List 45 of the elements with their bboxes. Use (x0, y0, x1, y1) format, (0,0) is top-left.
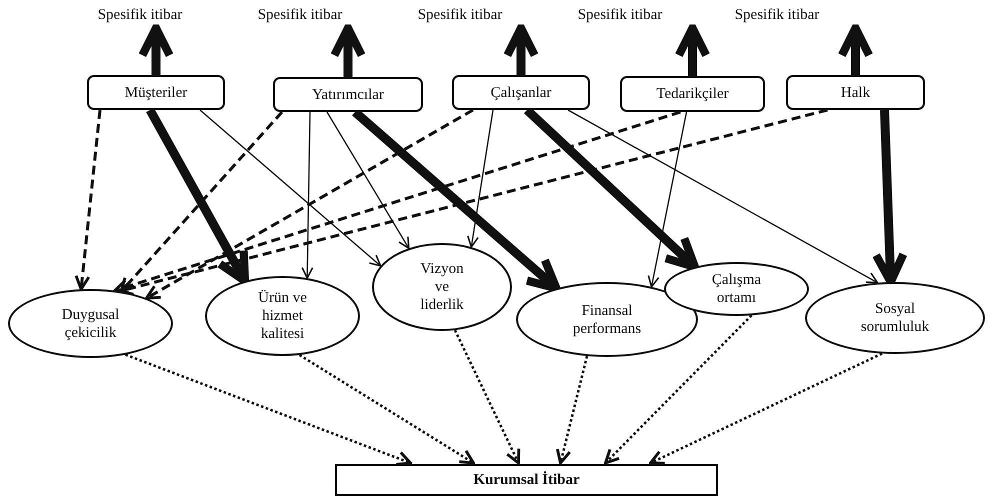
node-label: Spesifik itibar (578, 6, 662, 24)
dotted-arrow (125, 354, 412, 466)
stakeholder-box (786, 75, 925, 110)
arrow (568, 109, 878, 284)
arrow (326, 112, 410, 250)
node-label: Halk (840, 84, 870, 102)
stakeholder-box (87, 75, 225, 110)
dotted-arrow (649, 352, 883, 465)
stakeholder-box (620, 76, 765, 112)
node-label: Çalışanlar (490, 84, 552, 102)
node-label: Çalışma ortamı (710, 271, 762, 307)
node-label: Duygusal çekicilik (60, 306, 120, 342)
result-box (335, 464, 718, 496)
stakeholder-box (452, 75, 590, 110)
dimension-ellipse (664, 262, 809, 316)
dotted-arrow (454, 330, 520, 464)
dotted-arrow (556, 356, 588, 464)
dotted-arrow (298, 354, 475, 464)
node-label: Tedarikçiler (656, 85, 729, 103)
stakeholder-box (273, 77, 423, 112)
node-label: Kurumsal İtibar (473, 471, 580, 489)
thick-arrow (674, 24, 710, 76)
arrow (467, 110, 494, 248)
thick-arrow (503, 24, 539, 75)
arrow (301, 112, 314, 279)
thick-arrow (146, 108, 250, 286)
dashed-arrow (145, 108, 474, 300)
node-label: Sosyal sorumluluk (860, 300, 930, 336)
node-label: Ürün ve hizmet kalitesi (257, 289, 308, 343)
dashed-arrow (118, 108, 828, 296)
node-label: Spesifik itibar (418, 6, 502, 24)
node-label: Finansal performans (572, 302, 642, 338)
dashed-arrow (74, 110, 102, 291)
node-label: Spesifik itibar (734, 6, 820, 24)
node-label: Vizyon ve liderlik (419, 260, 465, 314)
node-label: Spesifik itibar (98, 6, 182, 24)
arrow (648, 112, 688, 288)
thick-arrow (838, 24, 874, 75)
dotted-arrow (604, 314, 752, 464)
node-label: Yatırımcılar (312, 86, 384, 104)
arrow (200, 110, 382, 267)
node-label: Spesifik itibar (258, 6, 342, 24)
thick-arrow (138, 24, 174, 75)
thick-arrow (330, 24, 366, 77)
node-label: Müşteriler (124, 84, 188, 102)
